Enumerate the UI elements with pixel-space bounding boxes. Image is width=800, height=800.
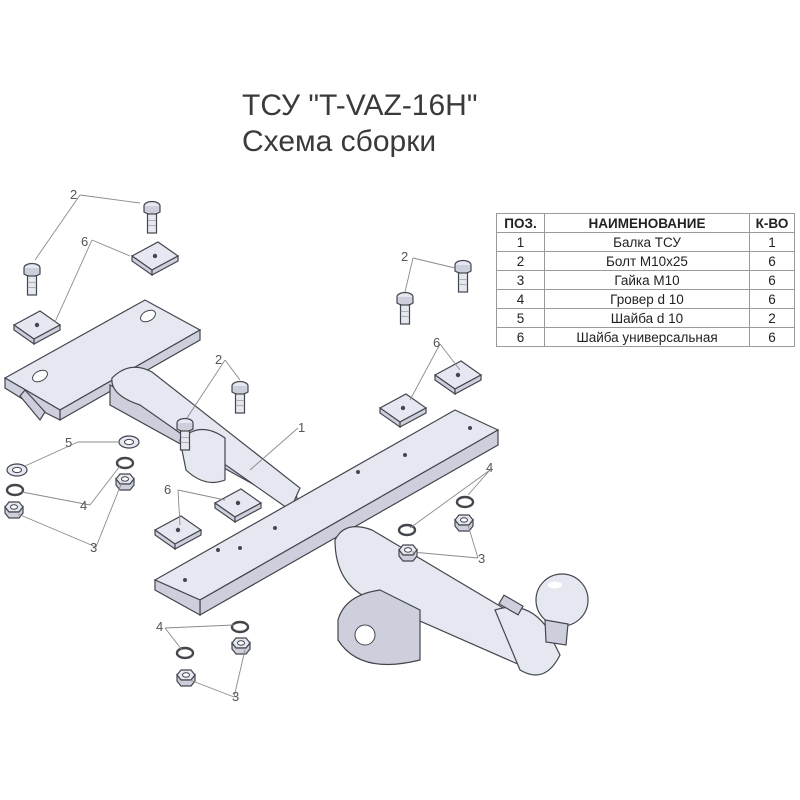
cross-beam — [153, 409, 500, 617]
callout-washer: 5 — [65, 435, 72, 450]
row-name: Шайба d 10 — [544, 308, 750, 328]
callout-nut: 3 — [478, 551, 485, 566]
grover-icon — [5, 483, 25, 497]
row-qty: 2 — [749, 308, 795, 328]
table-row: 1 Балка ТСУ 1 — [496, 232, 795, 252]
callout-bolt: 2 — [401, 249, 408, 264]
bolt-icon — [454, 259, 472, 293]
leader-lines — [17, 194, 491, 698]
callout-nut: 3 — [90, 540, 97, 555]
callout-universal-washer: 6 — [164, 482, 171, 497]
universal-washer-icon — [131, 241, 179, 276]
bolt-icon — [143, 200, 161, 234]
universal-washer-icon — [379, 393, 427, 428]
grover-icon — [175, 646, 195, 660]
nut-icon — [176, 669, 196, 687]
title-model: ТСУ "T-VAZ-16H" — [242, 89, 478, 122]
bolt-icon — [396, 291, 414, 325]
tow-ball — [535, 573, 589, 627]
table-row: 6 Шайба универсальная 6 — [496, 327, 795, 347]
nut-icon — [4, 501, 24, 519]
universal-washer-icon — [214, 488, 262, 523]
callout-grover: 4 — [80, 498, 87, 513]
callout-bolt: 2 — [215, 352, 222, 367]
drawing-title: ТСУ "T-VAZ-16H" Схема сборки — [242, 88, 478, 160]
table-row: 4 Гровер d 10 6 — [496, 289, 795, 309]
hitch-arm — [334, 526, 589, 676]
universal-washer-icon — [13, 310, 61, 345]
row-name: Шайба универсальная — [544, 327, 750, 347]
row-qty: 6 — [749, 327, 795, 347]
grover-icon — [455, 495, 475, 509]
title-subtitle: Схема сборки — [242, 125, 437, 158]
callout-universal-washer: 6 — [433, 335, 440, 350]
washer-icon — [118, 435, 140, 449]
callout-nut: 3 — [232, 689, 239, 704]
nut-icon — [115, 473, 135, 491]
callout-universal-washer: 6 — [81, 234, 88, 249]
washer-icon — [6, 463, 28, 477]
callout-grover: 4 — [156, 619, 163, 634]
main-tube — [109, 366, 301, 512]
grover-icon — [230, 620, 250, 634]
bolt-icon — [231, 380, 249, 414]
table-header-row: ПОЗ. НАИМЕНОВАНИЕ К-ВО — [496, 213, 795, 233]
callout-grover: 4 — [486, 460, 493, 475]
nut-icon — [231, 637, 251, 655]
table-row: 2 Болт М10х25 6 — [496, 251, 795, 271]
table-row: 5 Шайба d 10 2 — [496, 308, 795, 328]
header-pos: ПОЗ. — [496, 213, 545, 233]
parts-table: ПОЗ. НАИМЕНОВАНИЕ К-ВО 1 Балка ТСУ 1 2 Б… — [496, 213, 795, 347]
bolt-icon — [23, 262, 41, 296]
callout-beam: 1 — [298, 420, 305, 435]
nut-icon — [398, 544, 418, 562]
universal-washer-icon — [154, 515, 202, 550]
row-name: Болт М10х25 — [544, 251, 750, 271]
universal-washer-icon — [434, 360, 482, 395]
nut-icon — [454, 514, 474, 532]
callout-bolt: 2 — [70, 187, 77, 202]
